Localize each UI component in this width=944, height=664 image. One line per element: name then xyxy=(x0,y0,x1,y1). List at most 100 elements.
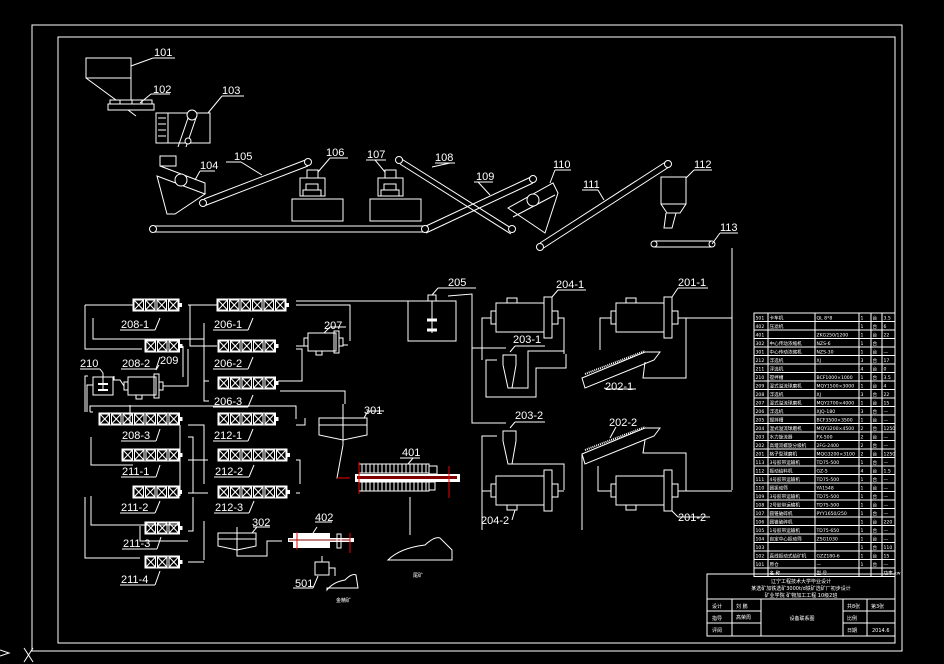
table-cell: 108 xyxy=(756,502,765,508)
table-cell: 0 xyxy=(884,366,887,372)
table-cell: 1 xyxy=(861,460,864,466)
designer-name: 刘 鹏 xyxy=(736,603,748,610)
table-cell: 210 xyxy=(756,375,765,381)
scale-label: 比例 xyxy=(847,615,857,622)
title-line-3: 矿业学院 矿物加工工程 10级2班 xyxy=(765,592,838,599)
table-cell: 台 xyxy=(873,331,878,338)
table-cell: 功率 kw xyxy=(884,569,901,576)
equipment-main-belt xyxy=(149,225,425,233)
table-cell: 台 xyxy=(873,442,878,449)
sheet-total: 共8张 xyxy=(847,603,860,610)
table-cell: 1 xyxy=(861,324,864,330)
table-cell: 205 xyxy=(756,417,765,423)
table-cell: 1 xyxy=(861,383,864,389)
table-cell: 3号胶带运输机 xyxy=(770,459,801,466)
table-cell: 台 xyxy=(873,561,878,568)
flotation-labels: 208-1 206-1 208-2 206-2 206-3 208-3 212-… xyxy=(120,317,255,586)
table-cell: 501 xyxy=(756,315,765,321)
bank-208-1 xyxy=(132,298,182,312)
table-cell: 1 xyxy=(861,536,864,542)
table-cell: 台 xyxy=(873,416,878,423)
label-211-3: 211-3 xyxy=(123,538,150,550)
label-210: 210 xyxy=(80,358,98,370)
table-cell: — xyxy=(884,410,889,415)
label-205: 205 xyxy=(448,277,466,289)
crosshair-x-icon xyxy=(0,647,34,663)
table-cell: 3.5 xyxy=(884,315,891,321)
label-104: 104 xyxy=(200,160,218,172)
table-cell: 圆振动筛 xyxy=(770,484,789,491)
table-cell: 台 xyxy=(873,323,878,330)
bank-208-3 xyxy=(98,412,183,426)
table-cell: — xyxy=(884,512,889,517)
table-cell: 2FG-2400 xyxy=(817,443,840,449)
table-cell: — xyxy=(884,563,889,568)
design-label: 设计 xyxy=(712,603,722,610)
bank-211-1 xyxy=(121,448,183,462)
table-cell: 浮选机 xyxy=(770,408,784,415)
table-cell: 1 xyxy=(861,315,864,321)
table-cell: 220 xyxy=(884,519,893,525)
table-cell: MQY2700×4000 xyxy=(817,400,855,406)
label-108: 108 xyxy=(435,152,453,164)
label-105: 105 xyxy=(234,151,252,163)
table-cell: 107 xyxy=(756,511,765,517)
equipment-110-circular-screen: 110 xyxy=(507,159,571,234)
table-cell: 高堰双螺旋分级机 xyxy=(770,442,807,449)
table-cell: 台 xyxy=(873,518,878,525)
table-cell: 109 xyxy=(756,494,765,500)
table-cell: — xyxy=(884,537,889,542)
table-cell: 110 xyxy=(756,485,765,491)
table-cell: YA1548 xyxy=(816,485,834,491)
table-cell: 1 xyxy=(861,528,864,534)
table-cell: — xyxy=(884,350,889,355)
table-cell: 浮选机 xyxy=(770,391,784,398)
equipment-101-ore-bin: 101 xyxy=(85,47,175,101)
table-cell: — xyxy=(884,418,889,423)
table-cell: 22 xyxy=(884,392,890,398)
label-107: 107 xyxy=(367,149,385,161)
equipment-108-belt-conveyor: 108 xyxy=(395,152,516,235)
equipment-210-agitation-tank: 210 xyxy=(80,358,114,412)
table-cell: QL 8*8 xyxy=(817,315,833,321)
table-cell: 104 xyxy=(756,536,765,542)
equipment-201-2-ball-mill: 201-2 xyxy=(597,466,732,524)
table-cell: 台 xyxy=(873,425,878,432)
equipment-201-1-ball-mill: 201-1 xyxy=(599,277,732,350)
table-cell: 1 xyxy=(861,562,864,568)
table-cell: 1250 xyxy=(884,451,896,457)
label-203-1: 203-1 xyxy=(513,334,541,346)
date-value: 2014.6 xyxy=(872,628,890,634)
table-cell: 206 xyxy=(756,409,765,415)
table-cell: XJQ-180 xyxy=(817,409,836,415)
equipment-104-vibrating-screen: 104 xyxy=(156,155,218,215)
label-208-1: 208-1 xyxy=(121,319,149,331)
table-cell: 3号胶带运输机 xyxy=(770,493,801,500)
table-cell: 113 xyxy=(756,460,765,466)
table-cell: TD75-500 xyxy=(816,460,840,466)
table-cell: 402 xyxy=(756,324,765,330)
table-cell: NZS-30 xyxy=(817,349,834,355)
label-208-2: 208-2 xyxy=(122,358,150,370)
label-211-1: 211-1 xyxy=(122,466,149,478)
table-cell: 209 xyxy=(756,383,765,389)
equipment-113-belt-conveyor: 113 xyxy=(650,222,738,490)
table-cell: 原仓 xyxy=(770,561,780,568)
table-cell: 中心传动浓缩机 xyxy=(770,348,803,355)
table-cell: ZKG250/1200 xyxy=(817,332,849,338)
